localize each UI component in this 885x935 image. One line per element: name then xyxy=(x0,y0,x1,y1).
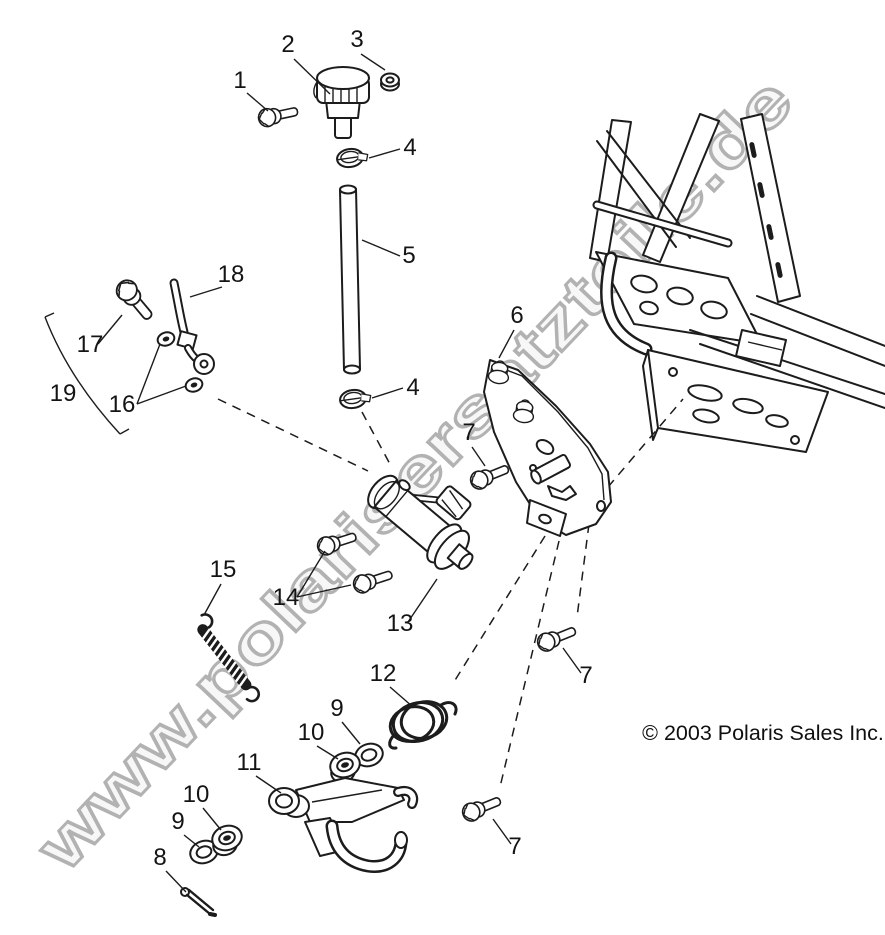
callout-label-8: 8 xyxy=(153,844,166,871)
callout-label-9b: 9 xyxy=(330,695,343,722)
frame-assembly xyxy=(589,113,885,453)
callout-label-10a: 10 xyxy=(183,781,210,808)
callout-label-10b: 10 xyxy=(298,719,325,746)
part-4-clamp-lower xyxy=(337,386,374,411)
callout-label-5: 5 xyxy=(402,242,415,269)
part-19-assembly-brace xyxy=(44,312,130,435)
dashed-relation-lines xyxy=(217,398,684,788)
callout-label-13: 13 xyxy=(387,610,414,637)
callout-label-18: 18 xyxy=(218,261,245,288)
part-15-return-spring xyxy=(197,613,261,703)
callout-label-9a: 9 xyxy=(171,808,184,835)
copyright-text: © 2003 Polaris Sales Inc. xyxy=(642,721,884,745)
part-13-master-cylinder xyxy=(367,474,474,570)
part-3-nut xyxy=(380,72,400,92)
part-8-cotter-pin xyxy=(180,887,217,917)
callout-label-19: 19 xyxy=(50,380,77,407)
callout-label-6: 6 xyxy=(510,302,523,329)
callout-label-4b: 4 xyxy=(406,374,419,401)
callout-label-2: 2 xyxy=(281,31,294,58)
callout-label-16: 16 xyxy=(109,391,136,418)
part-2-reservoir-cap xyxy=(313,66,370,139)
part-6-mounting-bracket xyxy=(483,359,612,537)
callout-label-3: 3 xyxy=(350,26,363,53)
callout-label-7b: 7 xyxy=(579,662,592,689)
part-5-tube xyxy=(339,184,361,375)
callout-label-4a: 4 xyxy=(403,134,416,161)
callout-label-1: 1 xyxy=(233,67,246,94)
part-4-clamp-upper xyxy=(334,145,371,170)
callout-labels: 1 2 3 4 5 4 6 7 7 7 8 9 9 10 10 11 12 13… xyxy=(50,26,593,871)
part-17-bolt xyxy=(111,275,159,326)
callout-label-15: 15 xyxy=(210,556,237,583)
callout-label-11: 11 xyxy=(237,749,262,776)
leader-lines xyxy=(97,53,582,893)
part-12-pedal-spring xyxy=(388,700,458,750)
callout-label-17: 17 xyxy=(77,331,104,358)
callout-label-7a: 7 xyxy=(462,419,475,446)
callout-label-7c: 7 xyxy=(508,833,521,860)
callout-label-14: 14 xyxy=(273,584,300,611)
part-18-brake-hose xyxy=(169,278,215,375)
callout-label-12: 12 xyxy=(370,660,397,687)
part-11-brake-pedal xyxy=(268,777,419,873)
